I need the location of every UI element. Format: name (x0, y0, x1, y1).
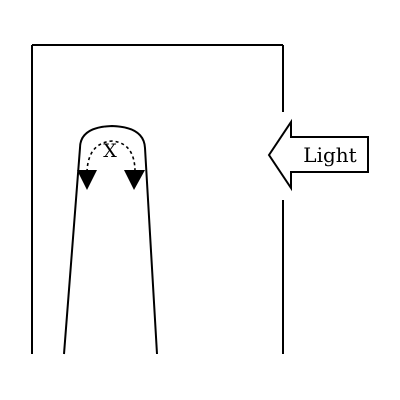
shoot-outline (63, 124, 158, 355)
arrow-down-right-icon (124, 170, 145, 190)
arrow-down-left-icon (77, 170, 97, 190)
light-arrow-icon (267, 118, 369, 192)
light-label: Light (303, 143, 356, 167)
tip-label: X (103, 140, 117, 162)
tip-transport-arc (86, 140, 136, 173)
enclosure-box (31, 44, 284, 354)
